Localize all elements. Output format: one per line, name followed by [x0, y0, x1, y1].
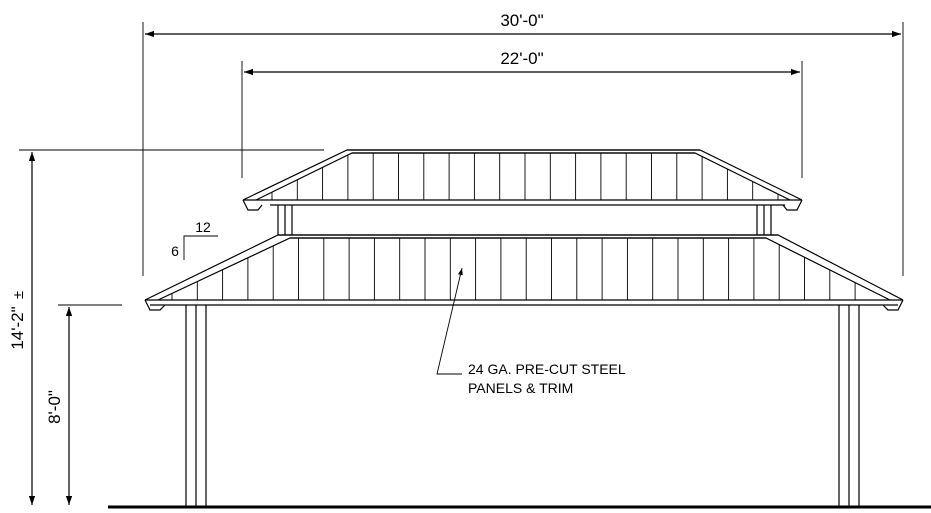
- upper-roof-panel-ribs: [271, 153, 779, 200]
- dimension-upper-width-label: 22'-0": [500, 49, 543, 68]
- callout-line-1: 24 GA. PRE-CUT STEEL: [468, 361, 626, 377]
- roof-pitch-symbol: 12 6: [171, 219, 218, 260]
- right-column: [838, 305, 860, 507]
- dimension-upper-width: 22'-0": [241, 49, 803, 178]
- panel-callout: 24 GA. PRE-CUT STEEL PANELS & TRIM: [436, 267, 626, 396]
- lower-roof: [144, 234, 904, 311]
- lower-roof-panel-ribs: [171, 238, 856, 300]
- dimension-overall-height: 14'-2" ±: [8, 149, 324, 505]
- roof-pitch-run-label: 12: [195, 219, 211, 235]
- cupola-posts: [270, 204, 785, 235]
- left-column: [185, 305, 207, 507]
- dimension-eave-height: 8'-0": [45, 304, 122, 505]
- dimension-overall-width-label: 30'-0": [500, 11, 543, 30]
- dimension-overall-width: 30'-0": [142, 11, 904, 276]
- dimension-overall-height-label: 14'-2": [8, 306, 27, 349]
- upper-roof: [242, 149, 803, 211]
- dimension-tolerance-label: ±: [10, 291, 27, 299]
- dimension-eave-height-label: 8'-0": [45, 390, 64, 424]
- roof-pitch-rise-label: 6: [171, 243, 179, 259]
- callout-line-2: PANELS & TRIM: [468, 380, 573, 396]
